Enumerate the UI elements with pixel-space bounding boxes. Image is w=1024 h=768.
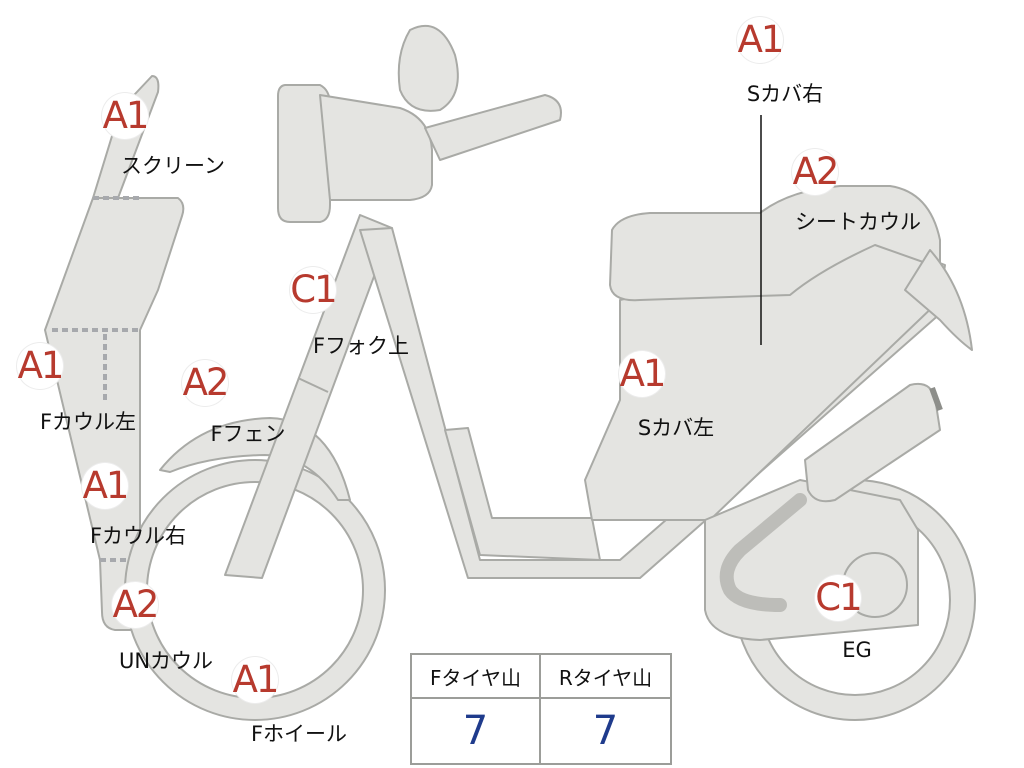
engine-grade-badge: C1 — [815, 575, 863, 621]
screen-grade-badge: A1 — [102, 93, 149, 139]
handlebar-shape — [424, 94, 562, 161]
screen-label: スクリーン — [121, 154, 225, 178]
s-cover-right-grade-badge: A1 — [737, 17, 784, 63]
f-cowl-right-grade-badge: A1 — [82, 463, 129, 509]
seat-cowl-grade-badge: A2 — [792, 149, 839, 195]
f-fender-label: Fフェン — [210, 422, 286, 446]
tire-tread-table: Fタイヤ山 Rタイヤ山 7 7 — [410, 653, 672, 765]
mirror-shape — [397, 25, 459, 112]
seat-shape — [609, 185, 941, 302]
f-wheel-label: Fホイール — [250, 722, 348, 746]
rear-shock-shape — [804, 382, 941, 503]
un-cowl-label: UNカウル — [118, 649, 214, 673]
front-tire-tread-header: Fタイヤ山 — [412, 655, 541, 699]
exhaust-shape — [719, 493, 807, 612]
f-cowl-left-grade-badge: A1 — [17, 343, 64, 389]
fork-seam — [297, 377, 329, 393]
f-fork-upper-label: Fフォク上 — [312, 334, 410, 358]
f-fender-grade-badge: A2 — [182, 360, 229, 406]
handle-body-shape — [319, 94, 433, 201]
engine-label: EG — [842, 638, 872, 662]
f-fork-upper-grade-badge: C1 — [290, 267, 338, 313]
seat-cowl-label: シートカウル — [795, 210, 921, 234]
f-cowl-right-label: Fカウル右 — [89, 524, 187, 548]
front-tire-tread-value: 7 — [412, 699, 541, 763]
f-wheel-grade-badge: A1 — [232, 657, 279, 703]
s-cover-right-label: Sカバ右 — [746, 82, 824, 106]
rear-tire-tread-value: 7 — [592, 708, 619, 754]
shock-rod — [929, 386, 943, 412]
s-cover-left-label: Sカバ左 — [637, 416, 715, 440]
s-cover-left-grade-badge: A1 — [619, 351, 666, 397]
rear-tire-tread-header: Rタイヤ山 — [541, 655, 670, 699]
f-cowl-left-label: Fカウル左 — [39, 410, 137, 434]
tail-shape — [904, 249, 973, 351]
un-cowl-grade-badge: A2 — [112, 582, 159, 628]
